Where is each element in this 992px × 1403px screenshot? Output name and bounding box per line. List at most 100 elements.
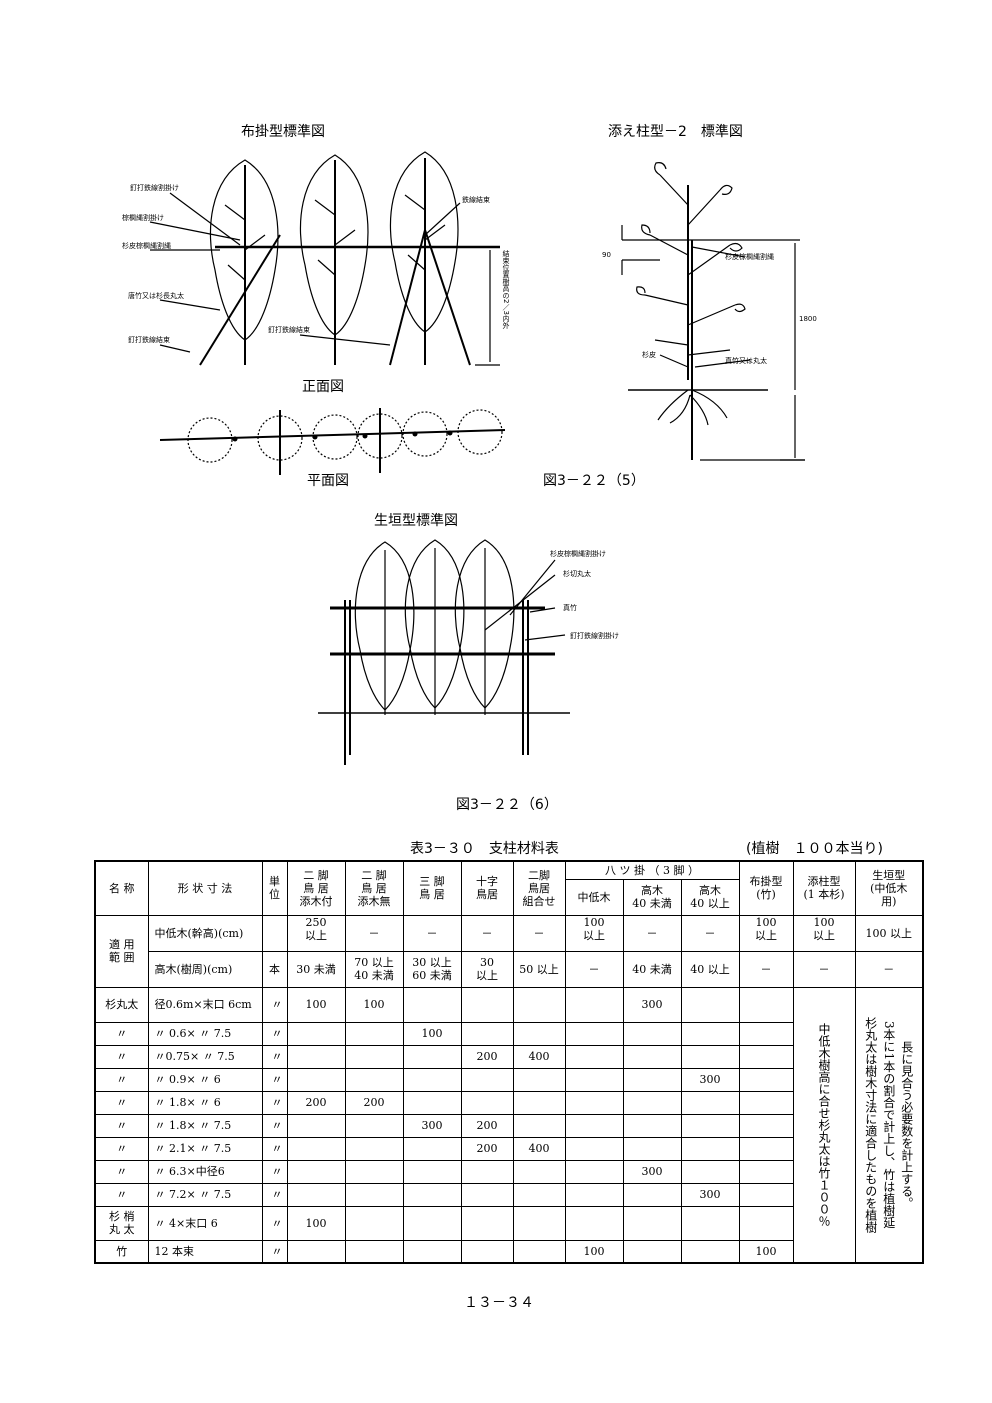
table-cell (344, 1239, 404, 1264)
note-col-soebashira: 中低木樹高に合せ杉丸太は竹１００％ (792, 986, 856, 1264)
table-cell (286, 1044, 346, 1069)
table-cell (738, 1113, 794, 1138)
support-material-table: 名 称 形 状 寸 法 単 位 二 脚 鳥 居 添木付 二 脚 鳥 居 添木無 … (94, 860, 924, 1264)
table-cell (344, 1159, 404, 1184)
range-shape: 中低木(幹高)(cm) (147, 914, 263, 952)
note-col-soebashira-text: 中低木樹高に合せ杉丸太は竹１００％ (817, 1022, 831, 1227)
table-row: 〃〃 7.2× 〃 7.5〃300 (94, 1182, 923, 1207)
lbl-sugikawa-2: 杉皮 (642, 350, 656, 359)
table-cell (402, 986, 462, 1023)
table-cell (564, 1182, 624, 1207)
table-cell: 200 (460, 1113, 514, 1138)
table-note: (植樹 １００本当り) (746, 841, 883, 857)
table-cell (564, 1044, 624, 1069)
lbl-1800: 1800 (799, 315, 817, 323)
note-col-ikegaki: 長に見合う必要数を計上する。 3本に1本の割合で計上し、竹は植樹延 杉丸太は樹木… (854, 986, 924, 1264)
table-cell (622, 1205, 682, 1241)
table-cell (460, 1090, 514, 1115)
table-cell: 〃 (261, 1136, 288, 1161)
range-row-1: 適 用 範 囲 中低木(幹高)(cm) 250 以上 － － － － 100 以… (94, 914, 924, 988)
lbl-kessoku-ichi: 結束位置樹高の2／3内外 (502, 249, 510, 330)
table-cell: 〃 0.9× 〃 6 (147, 1067, 263, 1092)
table-cell: 300 (622, 986, 682, 1023)
page-number: １３－３４ (464, 1295, 534, 1311)
table-cell: 100 (286, 1205, 346, 1241)
table-cell (402, 1044, 462, 1069)
table-cell (512, 1205, 566, 1241)
range-val: 30 以上 (460, 950, 514, 988)
fig-soebashira-title: 添え柱型－2 標準図 (608, 124, 743, 140)
table-cell: 100 (286, 986, 346, 1023)
plan-view-caption: 平面図 (307, 473, 349, 489)
header-row-1: 名 称 形 状 寸 法 単 位 二 脚 鳥 居 添木付 二 脚 鳥 居 添木無 … (94, 860, 924, 916)
table-cell: 杉丸太 (94, 986, 149, 1023)
hdr-c4: 十字 鳥居 (460, 860, 514, 916)
lbl-kugi-kessoku-2: 釘打鉄線結束 (268, 325, 310, 334)
fig-ikegaki-drawing: 杉皮棕櫚縄割掛け 杉切丸太 真竹 釘打鉄線割掛け (318, 539, 619, 765)
table-cell: 300 (622, 1159, 682, 1184)
table-cell (344, 1136, 404, 1161)
table-cell (680, 1044, 740, 1069)
table-cell (402, 1136, 462, 1161)
lbl-madake: 真竹又は丸太 (725, 356, 767, 365)
table-cell: 〃 (261, 1239, 288, 1264)
table-cell: 300 (680, 1182, 740, 1207)
hdr-h2: 高木 40 未満 (622, 878, 682, 916)
table-cell: 200 (344, 1090, 404, 1115)
table-cell (402, 1182, 462, 1207)
table-cell (344, 1021, 404, 1046)
table-cell (512, 1182, 566, 1207)
table-cell (738, 1159, 794, 1184)
table-cell (512, 1239, 566, 1264)
lbl-shuro-wari: 棕櫚縄割掛け (122, 213, 164, 222)
table-cell (738, 986, 794, 1023)
range-val: － (792, 950, 856, 988)
hdr-c9: 布掛型 (竹) (738, 860, 794, 916)
table-cell (344, 1067, 404, 1092)
range-row-2: 高木(樹周)(cm) 本 30 未満 70 以上 40 未満 30 以上 60 … (95, 950, 924, 988)
table-cell (680, 1021, 740, 1046)
table-cell: 400 (512, 1136, 566, 1161)
table-cell (680, 1205, 740, 1241)
table-cell: 〃 (94, 1113, 149, 1138)
table-row: 杉 梢 丸 太〃 4×末口 6〃100 (94, 1205, 923, 1241)
table-cell (460, 986, 514, 1023)
range-val: － (738, 950, 794, 988)
lbl-tessen-kessoku: 鉄線結束 (462, 195, 490, 204)
table-cell: 〃 (261, 1067, 288, 1092)
table-cell: 杉 梢 丸 太 (94, 1205, 149, 1241)
figure-caption-6: 図3－２２（6） (456, 797, 558, 813)
table-cell: 〃 0.6× 〃 7.5 (147, 1021, 263, 1046)
table-cell: 〃 1.8× 〃 7.5 (147, 1113, 263, 1138)
range-val: 30 未満 (286, 950, 346, 988)
range-val: 30 以上 60 未満 (402, 950, 462, 988)
table-cell (564, 1113, 624, 1138)
table-cell: 300 (680, 1067, 740, 1092)
table-cell: 200 (286, 1090, 346, 1115)
hdr-c11: 生垣型 (中低木 用) (854, 860, 924, 916)
table-cell (738, 1182, 794, 1207)
hdr-c1: 二 脚 鳥 居 添木付 (286, 860, 346, 916)
table-cell (622, 1021, 682, 1046)
note-col-ikegaki-text: 長に見合う必要数を計上する。 3本に1本の割合で計上し、竹は植樹延 杉丸太は樹木… (863, 1016, 914, 1233)
table-cell (460, 1021, 514, 1046)
table-cell (512, 1067, 566, 1092)
range-val: － (622, 914, 682, 952)
lbl-karatake: 唐竹又は杉長丸太 (128, 291, 184, 300)
table-row: 〃〃 0.9× 〃 6〃300 (94, 1067, 923, 1092)
table-cell: 100 (402, 1021, 462, 1046)
table-cell: 〃 4×末口 6 (147, 1205, 263, 1241)
table-cell (344, 1205, 404, 1241)
range-val: － (512, 914, 566, 952)
table-cell: 〃 (94, 1044, 149, 1069)
table-cell (622, 1113, 682, 1138)
table-cell (286, 1159, 346, 1184)
table-cell: 〃 (261, 1021, 288, 1046)
table-cell (564, 1136, 624, 1161)
hdr-h3: 高木 40 以上 (680, 878, 740, 916)
table-cell (402, 1067, 462, 1092)
fig-ikegaki-title: 生垣型標準図 (374, 513, 458, 529)
table-cell: 〃 1.8× 〃 6 (147, 1090, 263, 1115)
